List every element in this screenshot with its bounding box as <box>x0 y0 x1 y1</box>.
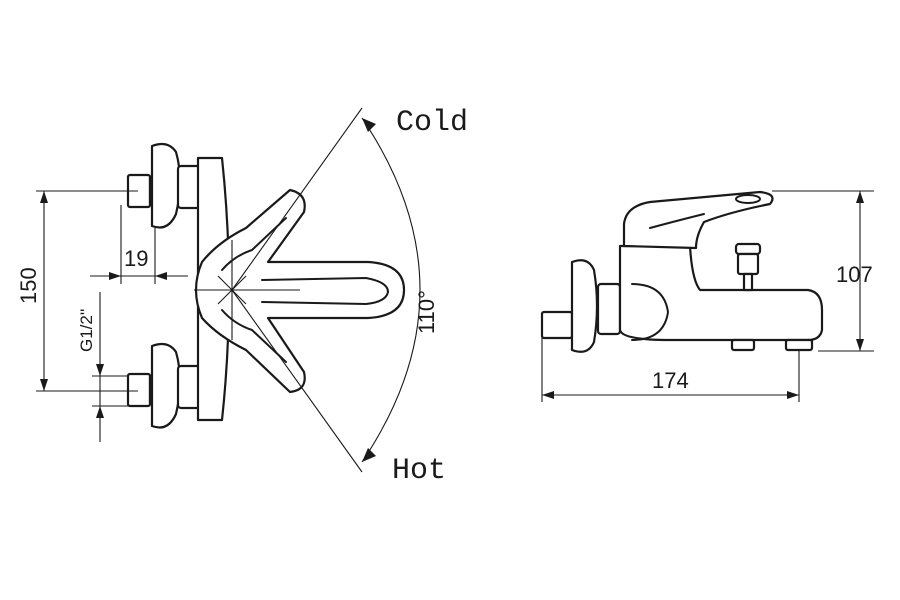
dimension-height-side <box>772 190 874 352</box>
height-label-side: 107 <box>836 262 873 287</box>
body-bulge <box>631 283 669 341</box>
cold-label: Cold <box>396 106 468 140</box>
handle-inner-contour <box>221 217 389 363</box>
offset-label: 19 <box>124 246 148 271</box>
outlet-right <box>784 338 814 352</box>
lower-connector <box>126 342 202 429</box>
arrowhead-bottom <box>362 448 376 462</box>
dimension-height-front <box>36 190 138 392</box>
outlet-left <box>730 338 756 352</box>
side-view: 107 174 <box>540 190 874 402</box>
dimension-width-side <box>541 338 800 402</box>
side-body <box>618 244 824 342</box>
lever-tip <box>735 194 761 204</box>
hot-label: Hot <box>392 454 446 488</box>
thread-label: G1/2'' <box>77 309 96 352</box>
diverter-knob <box>734 242 762 292</box>
width-label-side: 174 <box>652 368 689 393</box>
height-label-front: 150 <box>16 267 41 304</box>
upper-connector <box>126 142 202 229</box>
side-lever <box>622 190 774 250</box>
dimension-thread <box>92 292 128 442</box>
arrowhead-top <box>362 118 376 132</box>
rotation-indicator <box>231 107 421 473</box>
cross-handle <box>194 188 406 394</box>
side-connector <box>540 259 622 353</box>
front-view: Cold Hot 110° 150 19 G1/2'' <box>16 106 468 488</box>
angle-label: 110° <box>414 290 439 334</box>
dimension-offset <box>90 205 188 284</box>
